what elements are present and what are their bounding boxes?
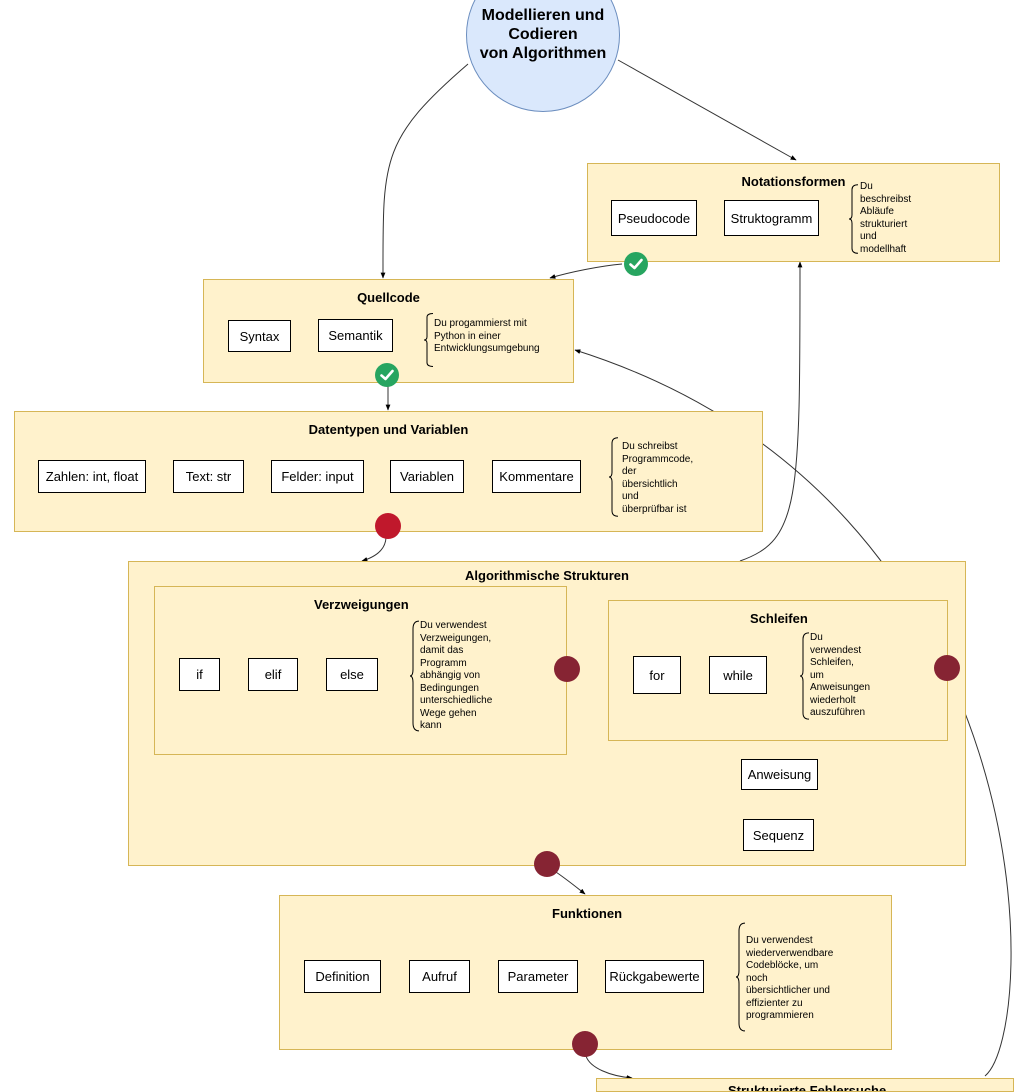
funktionen-title: Funktionen — [552, 906, 623, 921]
quellcode-check-icon — [375, 363, 399, 387]
definition-item[interactable]: Definition — [304, 960, 381, 993]
edge-root-to-notationsformen — [617, 59, 797, 161]
datentypen-note: Du schreibst Programmcode, der übersicht… — [622, 441, 694, 515]
variablen-item[interactable]: Variablen — [390, 460, 464, 493]
algorithmische-strukturen-title: Algorithmische Strukturen — [465, 568, 629, 583]
edge-root-to-quellcode — [380, 63, 469, 279]
struktogramm-item[interactable]: Struktogramm — [724, 200, 819, 236]
else-item[interactable]: else — [326, 658, 378, 691]
kommentare-item[interactable]: Kommentare — [492, 460, 581, 493]
verzweigungen-status-dot — [554, 656, 580, 682]
anweisung-item[interactable]: Anweisung — [741, 759, 818, 790]
funktionen-note: Du verwendest wiederverwendbare Codeblöc… — [746, 935, 834, 1021]
verzweigungen-note: Du verwendest Verzweigungen, damit das P… — [420, 620, 493, 731]
text-item[interactable]: Text: str — [173, 460, 244, 493]
notationsformen-brace — [849, 184, 859, 254]
schleifen-title: Schleifen — [750, 611, 808, 626]
schleifen-brace — [800, 632, 810, 720]
fehlersuche-group[interactable]: Strukturierte Fehlersuche — [596, 1078, 1014, 1092]
quellcode-note: Du progammierst mit Python in einer Entw… — [434, 318, 540, 354]
pseudocode-item[interactable]: Pseudocode — [611, 200, 697, 236]
quellcode-brace — [424, 313, 434, 367]
schleifen-note: Du verwendest Schleifen, um Anweisungen … — [810, 632, 871, 718]
aufruf-item[interactable]: Aufruf — [409, 960, 470, 993]
notationsformen-title: Notationsformen — [741, 174, 846, 189]
funktionen-status-dot — [572, 1031, 598, 1057]
syntax-item[interactable]: Syntax — [228, 320, 291, 352]
datentypen-status-dot — [375, 513, 401, 539]
algorithmische-strukturen-status-dot — [534, 851, 560, 877]
notationsformen-note: Du beschreibst Abläufe strukturiert und … — [860, 181, 912, 255]
notationsformen-check-icon — [624, 252, 648, 276]
semantik-item[interactable]: Semantik — [318, 319, 393, 352]
edge-funktionen-to-fehlersuche — [585, 1055, 633, 1080]
parameter-item[interactable]: Parameter — [498, 960, 578, 993]
rueckgabewerte-item[interactable]: Rückgabewerte — [605, 960, 704, 993]
fehlersuche-title: Strukturierte Fehlersuche — [728, 1083, 887, 1092]
funktionen-brace — [736, 922, 746, 1032]
verzweigungen-title: Verzweigungen — [314, 597, 409, 612]
for-item[interactable]: for — [633, 656, 681, 694]
elif-item[interactable]: elif — [248, 658, 298, 691]
zahlen-item[interactable]: Zahlen: int, float — [38, 460, 146, 493]
edge-algorithmische-strukturen-to-notationsformen — [739, 261, 803, 562]
edge-algorithmische-strukturen-to-funktionen — [552, 869, 586, 895]
verzweigungen-brace — [410, 620, 420, 732]
datentypen-title: Datentypen und Variablen — [308, 422, 469, 437]
sequenz-item[interactable]: Sequenz — [743, 819, 814, 851]
if-item[interactable]: if — [179, 658, 220, 691]
datentypen-brace — [609, 437, 619, 517]
edge-datentypen-to-algorithmische-strukturen — [361, 537, 387, 562]
felder-item[interactable]: Felder: input — [271, 460, 364, 493]
funktionen-group[interactable]: Funktionen — [279, 895, 892, 1050]
while-item[interactable]: while — [709, 656, 767, 694]
quellcode-title: Quellcode — [357, 290, 420, 305]
edge-notationsformen-to-quellcode — [549, 263, 623, 279]
schleifen-status-dot — [934, 655, 960, 681]
